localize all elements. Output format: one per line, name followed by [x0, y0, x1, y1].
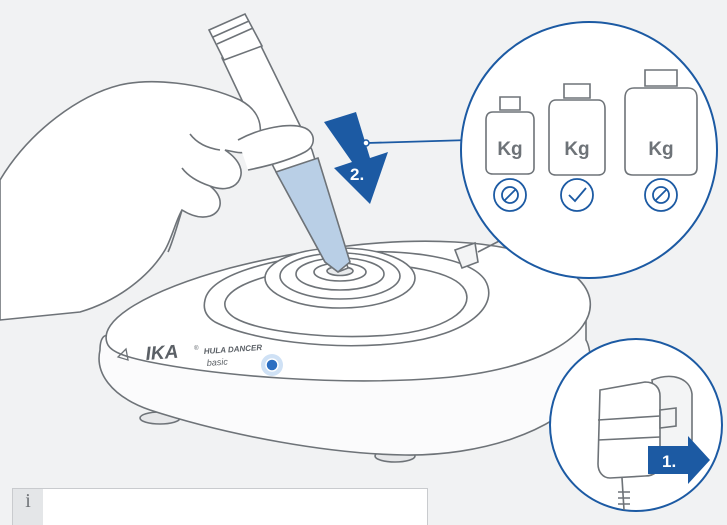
- step2-label: 2.: [350, 165, 364, 184]
- power-adapter-callout: 1.: [550, 339, 722, 511]
- step2-arrow: 2.: [324, 112, 388, 204]
- callout-line: [367, 140, 470, 143]
- model-variant: basic: [206, 357, 228, 368]
- step1-label: 1.: [662, 452, 676, 471]
- info-glyph: i: [25, 491, 31, 525]
- info-icon: i: [13, 489, 43, 525]
- info-note-box: i: [12, 488, 428, 525]
- weight-label: Kg: [497, 139, 522, 160]
- callout-dot: [363, 140, 369, 146]
- registered-mark: ®: [194, 345, 199, 352]
- weight-label: Kg: [648, 139, 673, 160]
- status-led: [266, 359, 278, 371]
- adapter-plug: [660, 408, 676, 428]
- prohibited-icon: [645, 179, 677, 211]
- prohibited-icon: [494, 179, 526, 211]
- checkmark-icon: [561, 179, 593, 211]
- weight-label: Kg: [564, 139, 589, 160]
- step2-arrow-shape: [324, 112, 388, 204]
- weight-limit-callout: Kg Kg Kg: [461, 22, 717, 278]
- brand-logo: IKA: [145, 342, 179, 365]
